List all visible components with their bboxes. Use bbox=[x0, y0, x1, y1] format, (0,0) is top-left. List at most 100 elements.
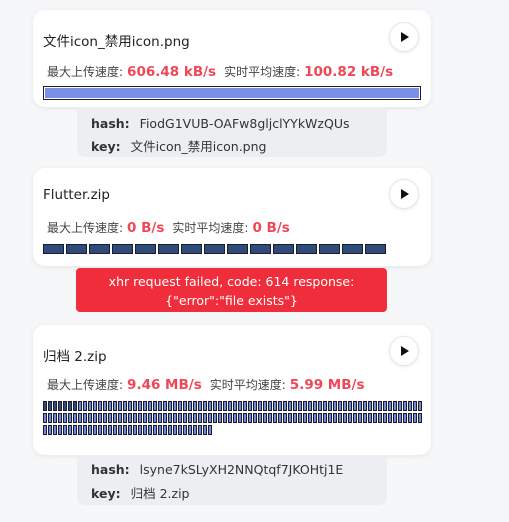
chunk-block bbox=[188, 413, 192, 423]
chunk-block bbox=[338, 401, 342, 411]
progress-bar bbox=[43, 86, 421, 100]
chunk-block bbox=[333, 413, 337, 423]
chunk-block bbox=[103, 413, 107, 423]
chunk-block bbox=[227, 244, 248, 254]
chunk-block bbox=[348, 401, 352, 411]
chunk-block bbox=[208, 413, 212, 423]
hash-row: hash:lsyne7kSLyXH2NNQtqf7JKOHtj1E bbox=[91, 462, 343, 477]
chunk-block bbox=[73, 425, 77, 435]
chunk-block bbox=[93, 413, 97, 423]
chunk-block bbox=[173, 425, 177, 435]
chunk-block bbox=[153, 413, 157, 423]
chunk-block bbox=[213, 401, 217, 411]
chunk-block bbox=[128, 425, 132, 435]
chunk-block bbox=[193, 425, 197, 435]
chunk-block bbox=[238, 401, 242, 411]
chunk-block bbox=[83, 413, 87, 423]
chunk-block bbox=[193, 401, 197, 411]
chunk-block bbox=[388, 401, 392, 411]
chunk-block bbox=[333, 401, 337, 411]
chunk-block bbox=[158, 401, 162, 411]
chunk-block bbox=[198, 425, 202, 435]
chunk-block bbox=[123, 401, 127, 411]
chunk-block bbox=[133, 413, 137, 423]
chunk-block bbox=[258, 413, 262, 423]
max-speed-label: 最大上传速度: bbox=[47, 65, 124, 79]
hash-value: lsyne7kSLyXH2NNQtqf7JKOHtj1E bbox=[139, 462, 344, 477]
chunk-block bbox=[408, 401, 412, 411]
chunk-block bbox=[178, 401, 182, 411]
chunk-block bbox=[143, 413, 147, 423]
chunk-block bbox=[193, 413, 197, 423]
chunk-block bbox=[368, 401, 372, 411]
upload-result: hash:lsyne7kSLyXH2NNQtqf7JKOHtj1E key:归档… bbox=[77, 455, 387, 505]
chunk-block bbox=[218, 401, 222, 411]
chunk-block bbox=[408, 413, 412, 423]
chunk-block bbox=[48, 413, 52, 423]
chunk-block bbox=[108, 401, 112, 411]
max-speed-label: 最大上传速度: bbox=[47, 221, 124, 235]
chunk-block bbox=[338, 413, 342, 423]
chunk-block bbox=[98, 413, 102, 423]
chunk-block bbox=[293, 413, 297, 423]
chunk-block bbox=[148, 401, 152, 411]
chunk-block bbox=[163, 401, 167, 411]
chunk-block bbox=[118, 401, 122, 411]
chunk-block bbox=[48, 401, 52, 411]
play-button[interactable] bbox=[389, 179, 419, 209]
chunk-block bbox=[348, 413, 352, 423]
chunk-block bbox=[283, 401, 287, 411]
chunk-block bbox=[198, 401, 202, 411]
chunk-block bbox=[88, 413, 92, 423]
chunk-block bbox=[296, 244, 317, 254]
chunk-block bbox=[188, 401, 192, 411]
chunk-block bbox=[63, 401, 67, 411]
chunk-block bbox=[113, 401, 117, 411]
chunk-block bbox=[183, 425, 187, 435]
chunk-block bbox=[198, 413, 202, 423]
chunk-block bbox=[263, 401, 267, 411]
chunk-block bbox=[48, 425, 52, 435]
max-speed-label: 最大上传速度: bbox=[47, 378, 124, 392]
chunk-block bbox=[168, 425, 172, 435]
chunk-block bbox=[398, 401, 402, 411]
chunk-block bbox=[118, 413, 122, 423]
chunk-block bbox=[223, 401, 227, 411]
chunk-block bbox=[138, 413, 142, 423]
chunk-block bbox=[273, 244, 294, 254]
chunk-block bbox=[263, 413, 267, 423]
chunk-block bbox=[53, 401, 57, 411]
chunk-block bbox=[203, 401, 207, 411]
chunk-block bbox=[128, 413, 132, 423]
error-message: xhr request failed, code: 614 response: … bbox=[76, 268, 387, 312]
chunk-block bbox=[148, 413, 152, 423]
key-row: key:文件icon_禁用icon.png bbox=[91, 136, 266, 155]
chunk-block bbox=[58, 413, 62, 423]
chunk-block bbox=[373, 401, 377, 411]
chunk-block bbox=[313, 401, 317, 411]
chunk-block bbox=[208, 425, 212, 435]
play-button[interactable] bbox=[389, 336, 419, 366]
chunk-block bbox=[273, 401, 277, 411]
max-speed-value: 9.46 MB/s bbox=[127, 377, 202, 393]
chunk-block bbox=[393, 401, 397, 411]
chunk-block bbox=[228, 413, 232, 423]
chunk-block bbox=[303, 401, 307, 411]
chunk-block bbox=[181, 244, 202, 254]
avg-speed-label: 实时平均速度: bbox=[209, 378, 286, 392]
chunk-block bbox=[112, 244, 133, 254]
chunk-block bbox=[178, 413, 182, 423]
chunk-block bbox=[258, 401, 262, 411]
chunk-block bbox=[383, 413, 387, 423]
play-button[interactable] bbox=[389, 22, 419, 52]
chunk-block bbox=[403, 401, 407, 411]
chunk-block bbox=[238, 413, 242, 423]
chunk-block bbox=[250, 244, 271, 254]
chunk-block bbox=[98, 401, 102, 411]
chunk-block bbox=[93, 425, 97, 435]
chunk-block bbox=[168, 401, 172, 411]
key-label: key: bbox=[91, 486, 121, 501]
